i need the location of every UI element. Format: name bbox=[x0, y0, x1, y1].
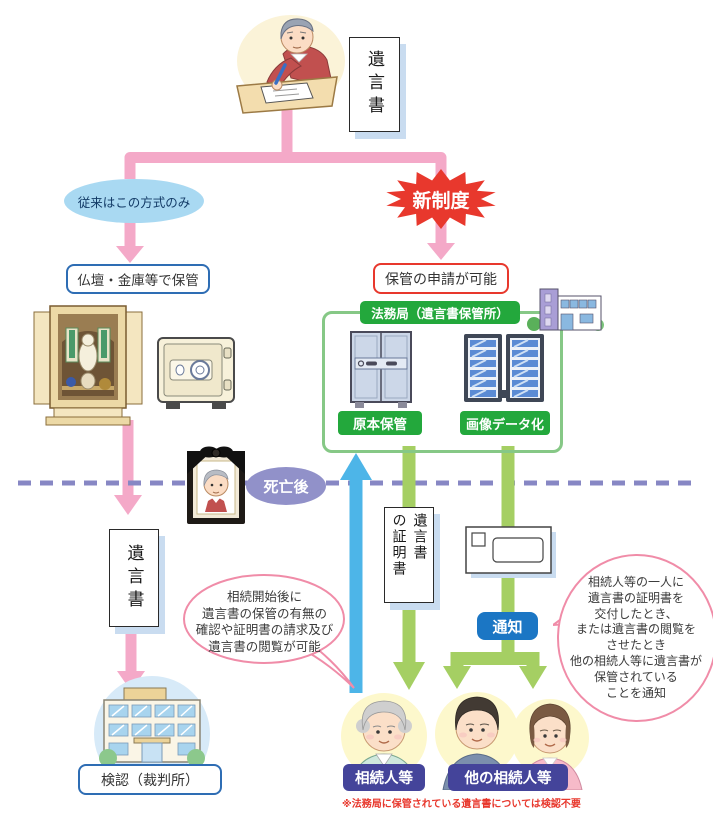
bureau-label: 法務局（遺言書保管所） bbox=[371, 307, 509, 321]
certificate-box: 遺言書 の証明書 bbox=[384, 507, 434, 603]
left-speech-bubble bbox=[183, 574, 355, 689]
application-label: 保管の申請が可能 bbox=[385, 270, 497, 287]
home-storage-box: 仏壇・金庫等で保管 bbox=[66, 264, 210, 294]
certificate-column-right: 遺言書 bbox=[411, 513, 428, 561]
heirs-label-box: 相続人等 bbox=[343, 764, 425, 791]
notice-box: 通知 bbox=[477, 612, 538, 640]
home-storage-label: 仏壇・金庫等で保管 bbox=[77, 273, 199, 288]
buddhist-altar-icon bbox=[33, 305, 143, 426]
other-heirs-label: 他の相続人等 bbox=[464, 771, 552, 787]
notice-label: 通知 bbox=[492, 618, 523, 636]
right-speech-bubble bbox=[553, 554, 713, 722]
probate-label: 検認（裁判所） bbox=[101, 771, 199, 788]
will-writer-illustration bbox=[236, 15, 345, 114]
other-heir-man-avatar bbox=[435, 692, 519, 790]
memorial-photo-icon bbox=[187, 446, 245, 524]
will-box-left: 遺言書 bbox=[109, 529, 159, 627]
probate-box: 検認（裁判所） bbox=[78, 764, 222, 795]
new-system-starburst-label: 新制度 bbox=[384, 168, 498, 230]
envelope-icon bbox=[465, 526, 556, 578]
new-system-starburst bbox=[386, 169, 496, 229]
will-box-top: 遺言書 bbox=[349, 37, 400, 132]
will-box-top-label: 遺言書 bbox=[364, 50, 384, 119]
after-death-label: 死亡後 bbox=[263, 478, 309, 496]
bureau-pill: 法務局（遺言書保管所） bbox=[360, 301, 520, 324]
blue-request-arrow bbox=[340, 453, 372, 693]
legacy-method-ellipse: 従来はこの方式のみ bbox=[64, 179, 204, 223]
will-box-left-label: 遺言書 bbox=[123, 543, 144, 613]
other-heirs-label-box: 他の相続人等 bbox=[448, 764, 568, 791]
original-storage-label: 原本保管 bbox=[353, 417, 407, 432]
footnote-note: ※法務局に保管されている遺言書については検認不要 bbox=[342, 799, 581, 810]
original-storage-tag: 原本保管 bbox=[338, 411, 422, 435]
heirs-label: 相続人等 bbox=[355, 771, 413, 787]
right-bubble-text: 相続人等の一人に 遺言書の証明書を 交付したとき、 または遺言書の閲覧を させた… bbox=[569, 575, 702, 700]
courthouse-icon bbox=[94, 676, 210, 792]
image-data-tag: 画像データ化 bbox=[460, 411, 550, 435]
new-system-text: 新制度 bbox=[412, 190, 470, 212]
application-box: 保管の申請が可能 bbox=[373, 263, 509, 294]
image-data-label: 画像データ化 bbox=[465, 416, 544, 432]
home-safe-icon bbox=[157, 337, 235, 409]
legacy-method-label: 従来はこの方式のみ bbox=[77, 195, 191, 210]
original-storage-cabinet-icon bbox=[350, 331, 412, 408]
server-rack-icon bbox=[464, 334, 544, 402]
certificate-column-left: の証明書 bbox=[390, 513, 407, 577]
bureau-building-icon bbox=[527, 288, 604, 331]
left-bubble-text: 相続開始後に 遺言書の保管の有無の 確認や証明書の請求及び 遺言書の閲覧が可能 bbox=[195, 590, 334, 654]
after-death-badge: 死亡後 bbox=[246, 467, 326, 505]
